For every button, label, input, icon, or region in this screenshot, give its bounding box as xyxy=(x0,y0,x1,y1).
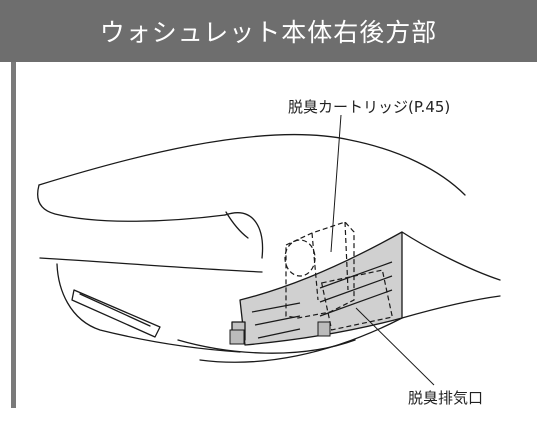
left-rule xyxy=(11,62,16,408)
lid-edge xyxy=(37,184,226,222)
body-side xyxy=(56,263,241,353)
vent-label: 脱臭排気口 xyxy=(408,389,484,407)
slot xyxy=(71,289,161,338)
cartridge-label: 脱臭カートリッジ(P.45) xyxy=(288,98,451,116)
lid-curve xyxy=(224,212,264,259)
screw-icon xyxy=(229,321,331,345)
lid-inner xyxy=(225,211,249,239)
body-lower xyxy=(199,317,403,363)
cartridge-leader-line xyxy=(330,114,342,253)
lid-outline xyxy=(38,134,466,196)
cartridge-hidden-outline xyxy=(284,221,355,319)
vent-leader-line xyxy=(355,307,435,386)
slot-inner xyxy=(79,293,151,327)
section-title: ウォシュレット本体右後方部 xyxy=(99,18,438,47)
body-right xyxy=(401,231,501,281)
section-header: ウォシュレット本体右後方部 xyxy=(0,0,537,62)
body-top-line xyxy=(39,257,263,273)
body-right-lower xyxy=(401,295,501,319)
